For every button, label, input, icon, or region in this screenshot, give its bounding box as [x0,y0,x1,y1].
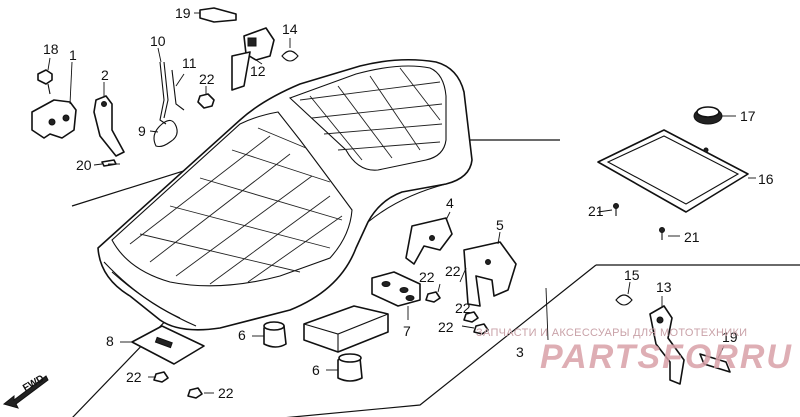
callout-14: 14 [282,21,298,37]
callout-4: 4 [446,195,454,211]
callout-7: 7 [403,323,411,339]
seat-quilt-front [129,127,343,285]
callout-22-b: 22 [445,263,461,279]
part-10-rod [157,47,169,125]
callout-6-upper: 6 [238,327,246,343]
part-3-leader [545,287,549,341]
callout-20: 20 [76,157,92,173]
part-1-seat-latch [31,61,77,139]
callout-17: 17 [740,108,756,124]
part-19-pin-bottom [699,345,731,373]
part-5-bracket [463,231,517,307]
part-22-nut-bottom-1 [148,371,169,383]
callout-2: 2 [101,67,109,83]
callout-22-top: 22 [199,71,215,87]
part-15-spring [615,281,633,306]
foam-pad [303,305,389,353]
part-19-pin-top [194,7,237,23]
part-7-damper-block [371,271,421,320]
part-14-torsion-spring [281,38,299,62]
callout-15: 15 [624,267,640,283]
callout-6-lower: 6 [312,362,320,378]
callout-12: 12 [250,63,266,79]
callout-21-left: 21 [588,203,604,219]
part-21-screw-a [613,203,619,216]
watermark-tagline: ЗАПЧАСТИ И АКСЕССУАРЫ ДЛЯ МОТОТЕХНИКИ [476,327,747,339]
callout-22-f: 22 [218,385,234,401]
callout-21-right: 21 [684,229,700,245]
part-21-screw-b [659,227,680,240]
part-22-nut-bottom-2 [187,387,214,399]
part-6-cushion-lower [326,353,363,382]
part-22-nut-mid-1 [425,291,441,303]
part-9-spring [149,119,178,148]
callout-9: 9 [138,123,146,139]
watermark-logo: PARTSFORRU [540,338,793,376]
callout-19-top: 19 [175,5,191,21]
part-2-hinge-bracket [93,82,125,157]
fwd-arrow-icon [2,375,49,409]
part-16-storage-tray [597,129,756,213]
part-13-latch-hook [649,296,685,385]
seat-assembly [97,58,473,331]
callout-8: 8 [106,333,114,349]
callout-1: 1 [69,47,77,63]
callout-11: 11 [182,55,197,71]
part-12-seat-lock [231,27,275,91]
callout-5: 5 [496,217,504,233]
watermark: ЗАПЧАСТИ И АКСЕССУАРЫ ДЛЯ МОТОТЕХНИКИ PA… [476,327,793,376]
callout-22-d: 22 [438,319,454,335]
part-11-link [171,69,185,111]
part-4-bracket [405,211,453,265]
callout-13: 13 [656,279,672,295]
lead-lines-misc [108,163,613,293]
callout-22-c: 22 [455,300,471,316]
seat-quilt-rear [299,67,443,161]
callout-18: 18 [43,41,59,57]
callout-22-e: 22 [126,369,142,385]
part-22-nut-mid-3 [461,323,489,335]
callout-3: 3 [516,344,524,360]
callout-22-a: 22 [419,269,435,285]
callout-10: 10 [150,33,166,49]
part-6-cushion-upper [252,321,287,348]
callout-19-bottom: 19 [722,329,738,345]
part-8-plate [120,325,205,365]
callout-16: 16 [758,171,774,187]
part-22-nut-mid-2 [463,311,479,323]
part-17-grommet [693,106,736,125]
part-18-bolt [37,57,53,95]
part-20-screw [93,159,117,167]
part-22-nut-top [197,86,215,109]
